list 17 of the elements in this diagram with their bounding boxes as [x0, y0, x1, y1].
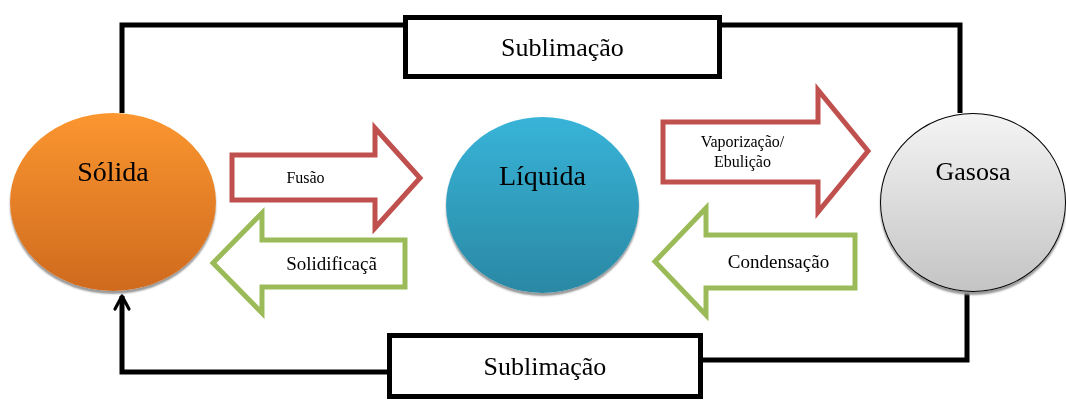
state-circle: Líquida — [446, 117, 639, 293]
block-arrow — [660, 83, 872, 219]
arrow — [113, 294, 387, 375]
state-circle: Gasosa — [880, 113, 1066, 292]
block-arrow — [229, 121, 424, 235]
state-circle: Sólida — [10, 113, 216, 291]
edge-label: Vaporização/ Ebulição — [699, 132, 786, 172]
block-arrow — [209, 206, 408, 320]
connector-line — [703, 292, 970, 363]
process-box: Sublimação — [387, 333, 703, 399]
process-box: Sublimação — [403, 15, 722, 79]
edge-label: Condensação — [727, 249, 830, 274]
edge-label: Fusão — [286, 167, 325, 188]
block-arrow — [651, 201, 858, 322]
edge-label: Solidificaçã — [286, 251, 377, 276]
connector-line — [119, 22, 403, 113]
connector-line — [722, 22, 963, 113]
